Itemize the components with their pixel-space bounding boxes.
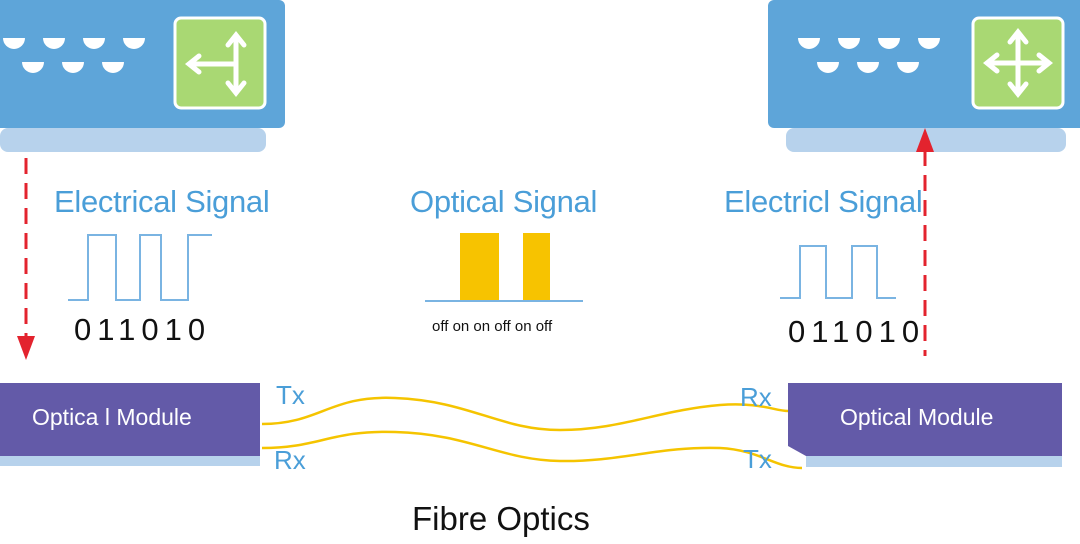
three-way-arrow-icon [184,30,247,98]
right-module-label: Optical Module [840,404,994,430]
optical-pulse [523,233,550,301]
four-way-arrow-icon [982,27,1054,99]
left-electrical-waveform [68,234,212,301]
left-signal-title: Electrical Signal [54,184,270,219]
right-up-arrow [916,128,934,356]
left-rx-label: Rx [274,445,306,475]
diagram-caption: Fibre Optics [412,500,590,537]
right-signal-title: Electricl Signal [724,184,923,219]
left-bit-sequence: 011010 [74,312,212,347]
left-tx-label: Tx [276,380,305,410]
right-switch-ports [798,38,940,73]
left-switch-base [0,128,266,152]
left-module-base [0,456,260,466]
right-bit-sequence: 011010 [788,314,926,349]
left-optical-module [0,383,260,456]
optical-states: off on on off on off [432,318,553,335]
tx-fiber-cable [261,396,789,432]
left-network-switch [0,0,285,152]
right-rx-label: Rx [740,382,772,412]
left-switch-ports [3,38,145,73]
optical-waveform [425,233,583,302]
left-module-label: Optica l Module [32,404,192,430]
right-module-base [806,456,1062,467]
right-optical-module [788,383,1062,456]
right-electrical-waveform [780,245,896,299]
optical-pulse [460,233,499,301]
right-network-switch [768,0,1080,152]
rx-fiber-cable [261,430,803,470]
right-tx-label: Tx [743,444,772,474]
left-down-arrow [17,158,35,360]
middle-signal-title: Optical Signal [410,184,598,219]
